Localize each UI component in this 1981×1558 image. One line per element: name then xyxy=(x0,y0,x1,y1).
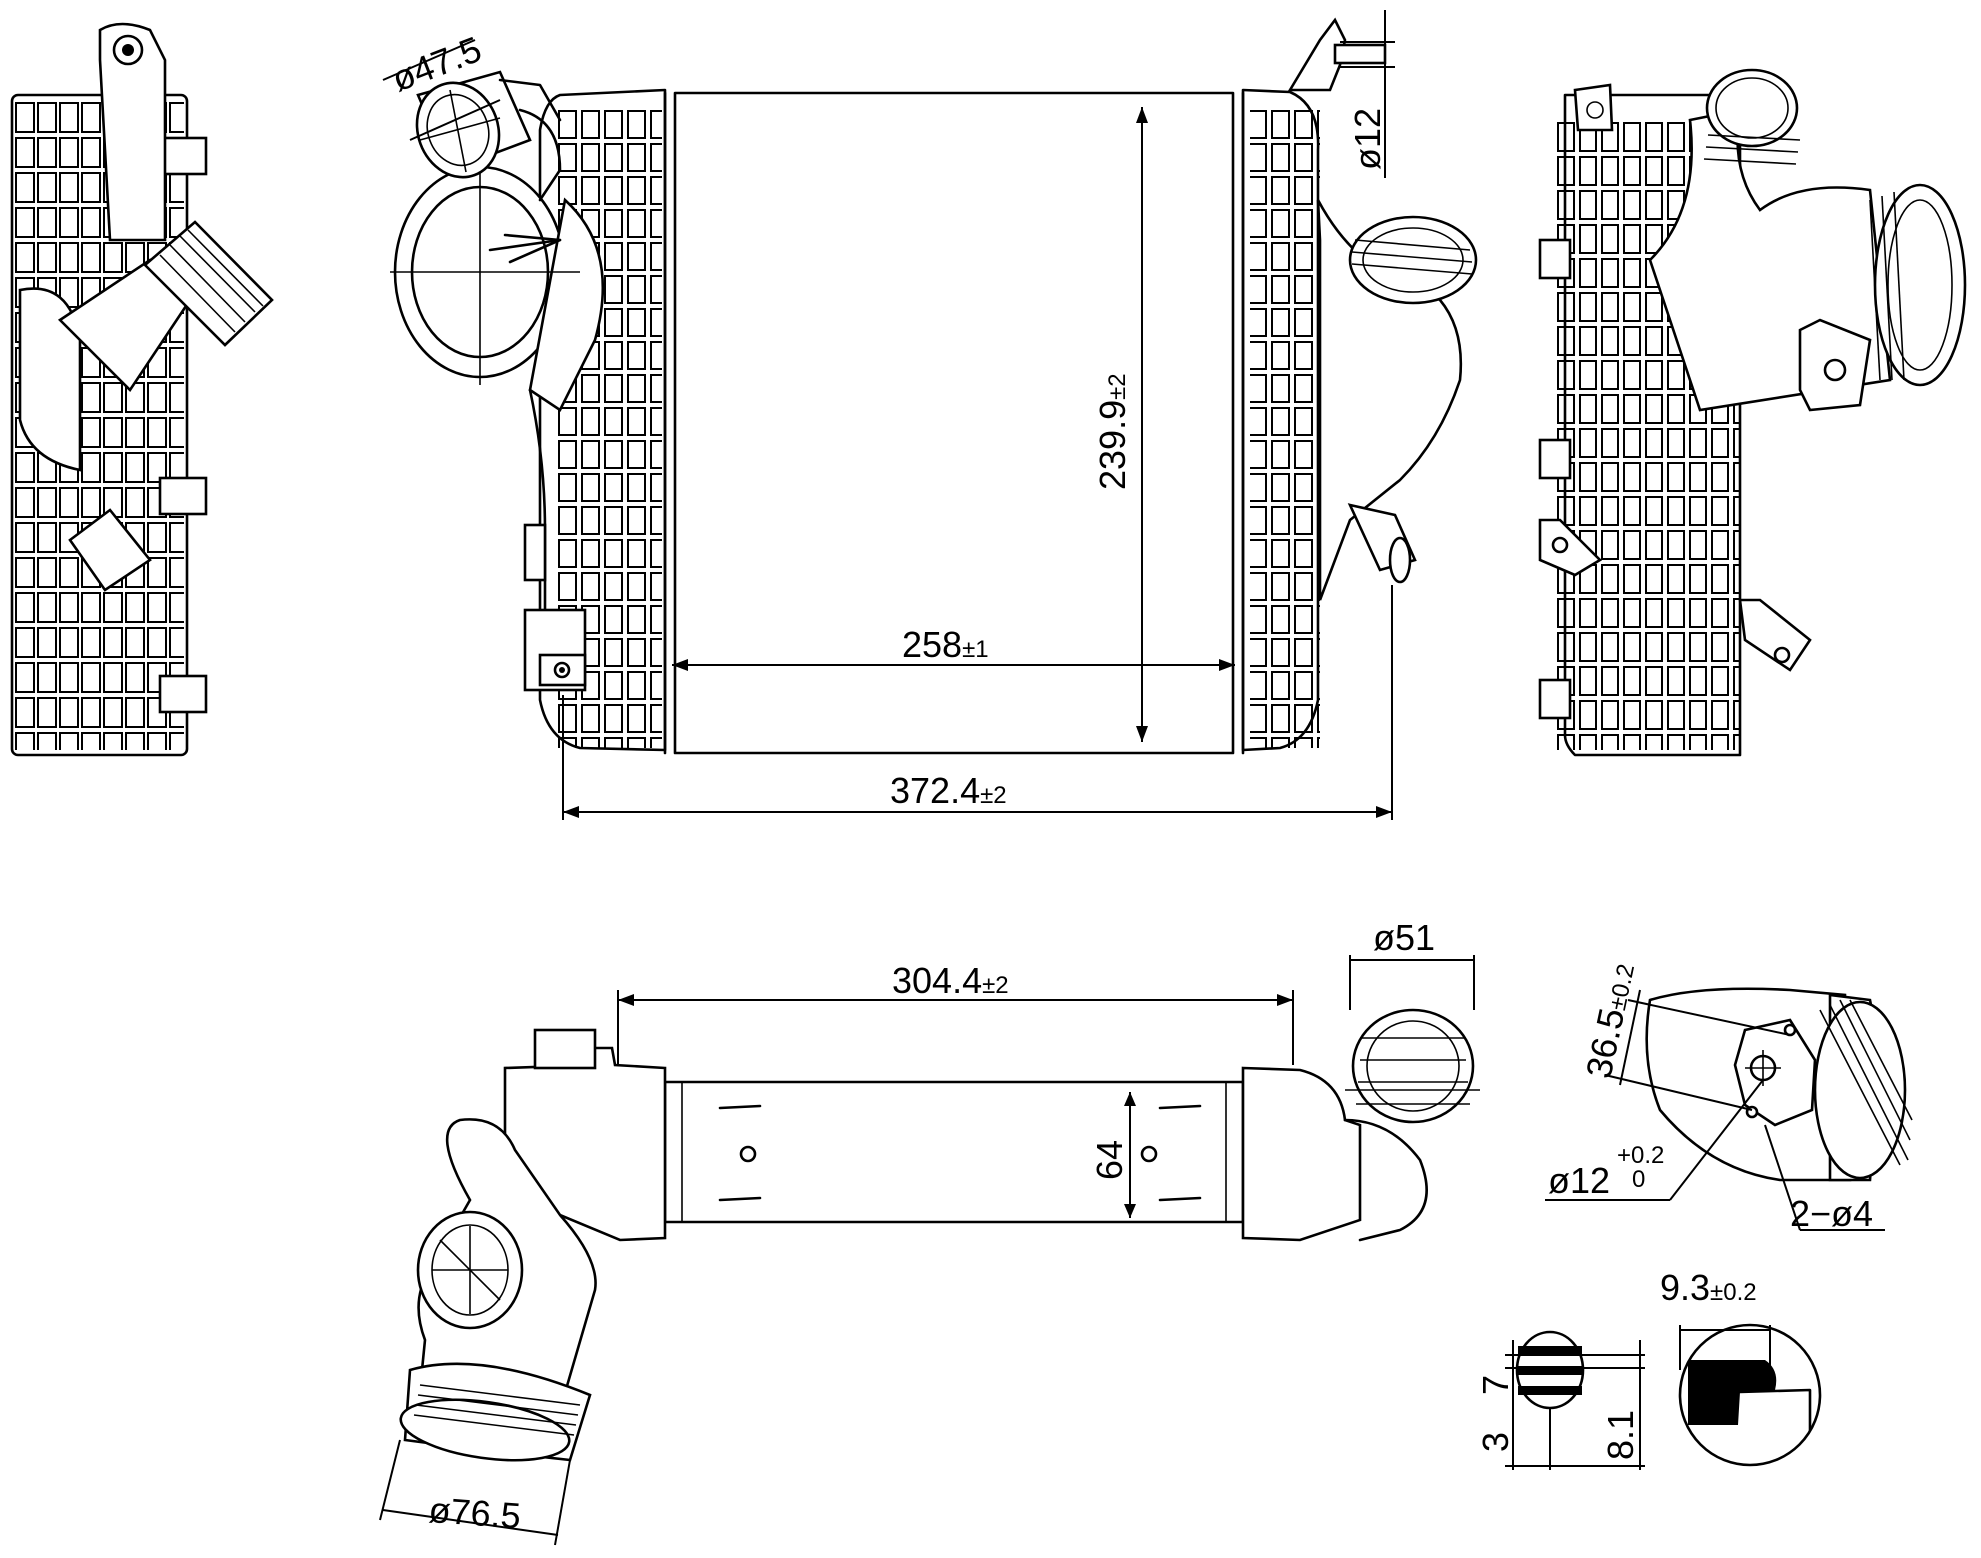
core-width-tol: ±1 xyxy=(962,636,989,663)
sensor-hole-label: ø12 xyxy=(1548,1160,1610,1201)
core-height-tol: ±2 xyxy=(1104,373,1131,400)
overall-width-label: 372.4 xyxy=(890,770,980,811)
sensor-spacing-tol: ±0.2 xyxy=(1604,962,1640,1013)
svg-text:304.4±2: 304.4±2 xyxy=(892,960,1009,1001)
bolt-dia-label: ø12 xyxy=(1347,108,1388,170)
sensor-hole-tol-lower: 0 xyxy=(1632,1166,1645,1193)
outlet-dia-label: ø51 xyxy=(1373,917,1435,958)
core-depth-label: 64 xyxy=(1089,1140,1130,1180)
sensor-spacing-label: 36.5 xyxy=(1578,1005,1633,1082)
fin-gap-label: 3 xyxy=(1475,1432,1516,1452)
svg-text:258±1: 258±1 xyxy=(902,624,989,665)
sensor-hole-tol-upper: +0.2 xyxy=(1617,1142,1664,1169)
tube-pitch-label: 7 xyxy=(1475,1375,1516,1395)
tube-width-tol: ±0.2 xyxy=(1710,1279,1757,1306)
tube-height-label: 8.1 xyxy=(1600,1410,1641,1460)
tube-sections xyxy=(1505,1323,1822,1470)
tube-width-label: 9.3 xyxy=(1660,1267,1710,1308)
hose-dia-label: ø76.5 xyxy=(427,1489,522,1536)
screw-holes-label: 2−ø4 xyxy=(1790,1193,1873,1234)
front-view xyxy=(382,10,1478,820)
right-side-view xyxy=(1538,68,1967,757)
svg-text:239.9±2: 239.9±2 xyxy=(1092,373,1133,490)
left-side-view xyxy=(10,22,274,757)
sensor-detail xyxy=(1545,987,1913,1231)
svg-text:9.3±0.2: 9.3±0.2 xyxy=(1660,1267,1757,1308)
core-length-label: 304.4 xyxy=(892,960,982,1001)
overall-width-tol: ±2 xyxy=(980,782,1007,809)
top-view xyxy=(379,955,1480,1546)
core-length-tol: ±2 xyxy=(982,972,1009,999)
svg-text:372.4±2: 372.4±2 xyxy=(890,770,1007,811)
svg-text:36.5±0.2: 36.5±0.2 xyxy=(1578,959,1642,1082)
core-width-label: 258 xyxy=(902,624,962,665)
core-height-label: 239.9 xyxy=(1092,400,1133,490)
